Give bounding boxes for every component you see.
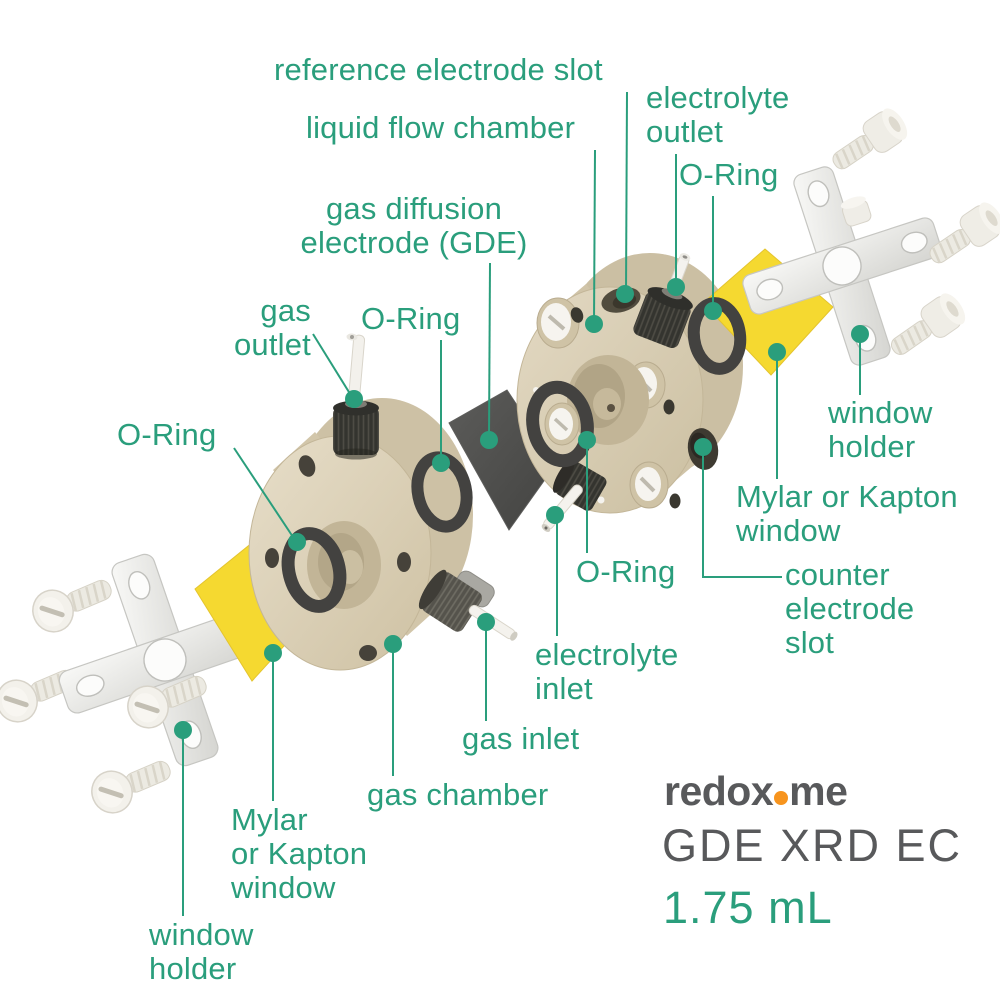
product-name: GDE XRD EC: [662, 820, 963, 871]
port-plug-1: [536, 297, 580, 349]
port-plug-4: [544, 402, 580, 446]
screw-left-4: [85, 748, 177, 819]
leader-lines: [174, 91, 869, 916]
label-gas-outlet: gas outlet: [233, 293, 311, 363]
label-o-ring-left: O-Ring: [117, 417, 217, 452]
product-volume: 1.75 mL: [663, 882, 833, 933]
gas-chamber-body: [248, 333, 518, 671]
o-ring-3: [526, 380, 594, 468]
brand-logo-left: redox: [664, 768, 774, 814]
label-o-ring-bottom: O-Ring: [576, 554, 676, 589]
label-liquid-flow-chamber: liquid flow chamber: [306, 110, 576, 145]
gas-inlet-fitting: [418, 569, 518, 641]
label-window-holder-right: window holder: [828, 395, 933, 465]
screw-left-1: [26, 567, 118, 638]
label-mylar-window-right: Mylar or Kapton window: [736, 479, 958, 549]
brand-logo-right: me: [789, 768, 848, 814]
label-window-holder-left: window holder: [149, 917, 254, 987]
port-plug-3: [629, 461, 669, 509]
label-mylar-window-left: Mylar or Kapton window: [231, 802, 368, 906]
label-o-ring-top-right: O-Ring: [679, 157, 779, 192]
screw-right-1: [823, 102, 914, 181]
window-holder-right-part: [742, 166, 942, 366]
label-gas-diffusion-electrode: gas diffusion electrode (GDE): [300, 191, 528, 261]
brand-logo-dot-icon: [774, 791, 789, 805]
label-electrolyte-inlet: electrolyte inlet: [535, 637, 679, 707]
label-reference-electrode-slot: reference electrode slot: [274, 52, 603, 87]
screw-right-3: [881, 287, 972, 367]
label-o-ring-mid: O-Ring: [361, 301, 461, 336]
electrolyte-outlet-fitting: [633, 253, 693, 349]
label-gas-inlet: gas inlet: [462, 721, 580, 756]
gas-outlet-fitting: [333, 333, 379, 460]
o-ring-front: [281, 527, 347, 613]
label-electrolyte-outlet: electrolyte outlet: [646, 80, 790, 150]
label-gas-chamber: gas chamber: [367, 777, 549, 812]
label-counter-electrode-slot: counter electrode slot: [785, 557, 915, 661]
holder-stub: [840, 196, 872, 227]
